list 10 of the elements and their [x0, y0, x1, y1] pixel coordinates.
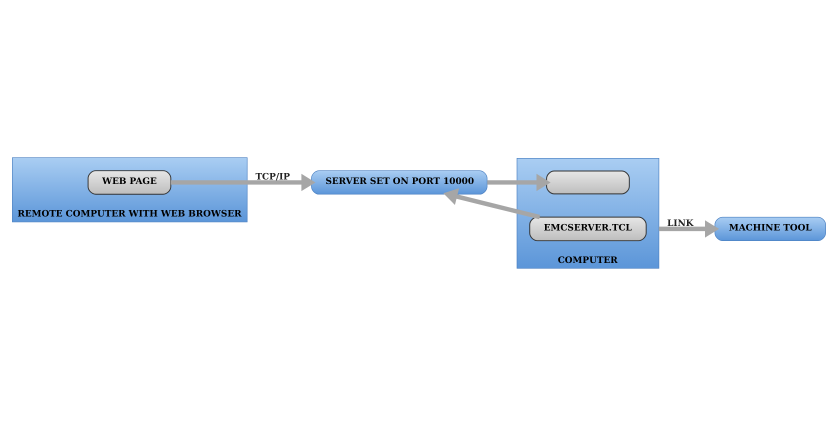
edge-label: TCP/IP	[255, 172, 290, 182]
arrow	[658, 220, 720, 238]
arrow	[487, 173, 551, 191]
node-box: SERVER SET ON PORT 10000	[311, 170, 488, 194]
node-box: EMCSERVER.TCL	[529, 216, 647, 241]
node-box: MACHINE TOOL	[714, 216, 826, 240]
edge-label: LINK	[667, 218, 694, 228]
node-box	[546, 170, 630, 194]
node-box: WEB PAGE	[88, 170, 172, 194]
arrow	[170, 173, 316, 191]
